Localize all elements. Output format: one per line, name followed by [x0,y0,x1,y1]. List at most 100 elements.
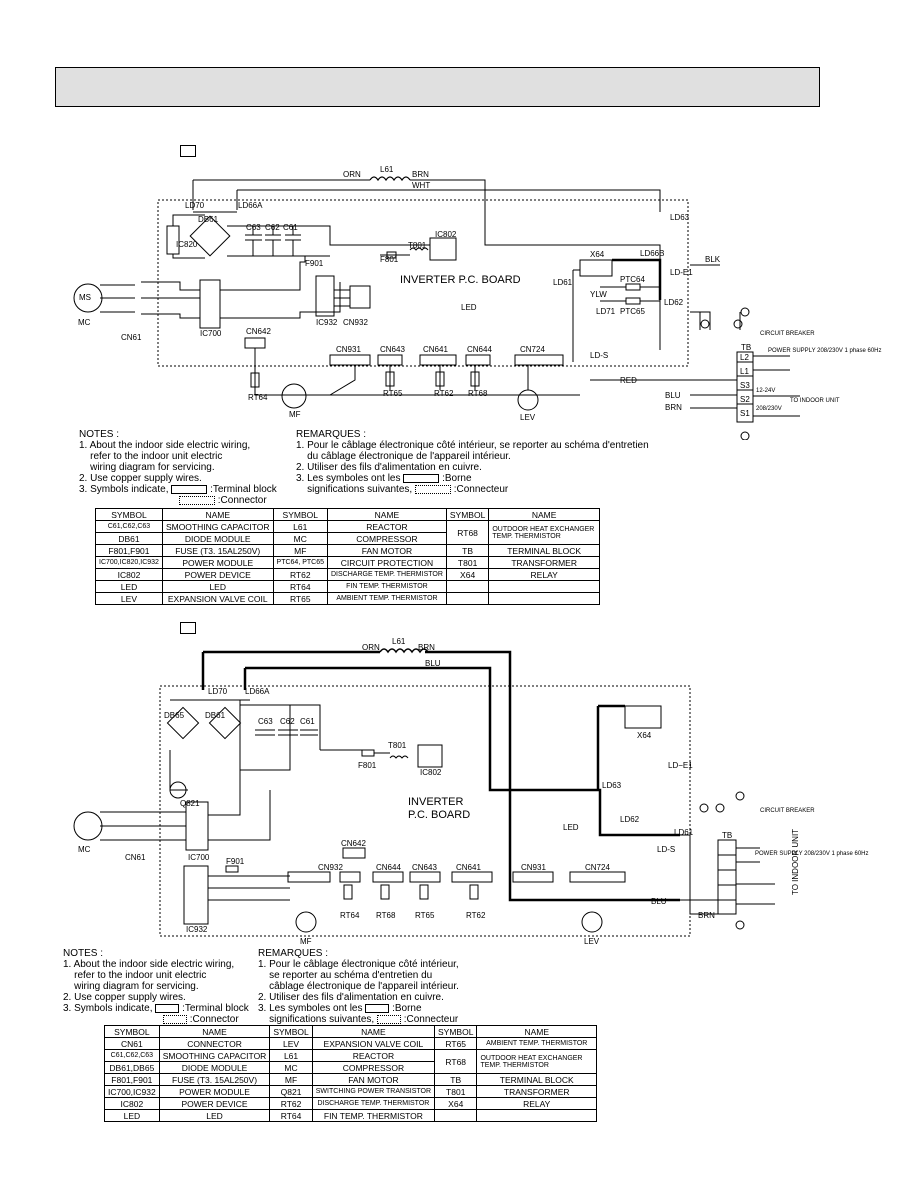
notes-line: 2. Utiliser des fils d'alimentation en c… [296,462,482,473]
table-cell: POWER MODULE [161,556,274,569]
label-rt68-2: RT68 [376,911,396,920]
table-cell: MC [269,1061,313,1074]
pcb-outline-1 [157,199,689,367]
table-cell: LEV [269,1037,313,1050]
label-ld63: LD63 [670,213,690,222]
label-f801-2: F801 [358,761,377,770]
table-cell: CN61 [104,1037,160,1050]
table-cell: SMOOTHING CAPACITOR [161,520,274,533]
table-cell: LED [161,580,274,593]
table-cell: T801 [434,1085,478,1098]
table-header: NAME [158,1025,271,1038]
label-s1: S1 [740,409,750,418]
board-label-2b: P.C. BOARD [408,809,470,821]
label-ic700-2: IC700 [188,853,210,862]
table-cell: POWER DEVICE [158,1097,271,1110]
wire-label-ylw: YLW [590,290,607,299]
label-ic700: IC700 [200,329,222,338]
label-ld71: LD71 [596,307,616,316]
notes-line: 2. Use copper supply wires. [79,473,202,484]
wire-label-wht: WHT [412,181,430,190]
table-cell [488,592,600,605]
table-cell: FUSE (T3. 15AL250V) [161,544,274,557]
wire-label-brn-4: BRN [698,911,715,920]
label-l61: L61 [380,165,394,174]
wire-label-brn: BRN [412,170,429,179]
table-cell: LED [104,1109,160,1122]
connector-symbol [163,1014,187,1024]
label-ic802-2: IC802 [420,768,442,777]
table-cell [445,592,490,605]
label-ld66a: LD66A [238,201,263,210]
label-ic802: IC802 [435,230,457,239]
notes-terminal: :Terminal block [210,484,277,495]
wire-label-blu-3: BLU [651,897,667,906]
label-cn642-2: CN642 [341,839,366,848]
label-ld62-2: LD62 [620,815,640,824]
label-rt62: RT62 [434,389,454,398]
table-cell: DB61 [95,532,163,545]
table-row: IC700,IC820,IC932 POWER MODULE PTC64, PT… [95,556,600,569]
table-cell: EXPANSION VALVE COIL [161,592,274,605]
label-ic820: IC820 [176,240,198,249]
label-tb: TB [741,343,751,352]
label-ld66a-2: LD66A [245,687,270,696]
table-cell: MF [269,1073,313,1086]
notes-fr-2: REMARQUES : 1. Pour le câblage électroni… [258,948,508,1025]
diagram-2-marker [180,622,196,634]
table-cell: IC700,IC932 [104,1085,160,1098]
label-ptc65: PTC65 [620,307,645,316]
wire-label-blk: BLK [705,255,721,264]
db65-bridge [166,706,200,740]
label-l2: L2 [740,353,749,362]
table-cell: TRANSFORMER [476,1085,597,1098]
table-cell: IC802 [104,1097,160,1110]
table-cell: FIN TEMP. THERMISTOR [327,580,447,593]
ic802-2 [417,744,443,768]
table-header: SYMBOL [272,508,329,521]
table-cell: RT68 [434,1049,478,1074]
label-cn931: CN931 [336,345,361,354]
table-cell: EXPANSION VALVE COIL [311,1037,436,1050]
table-row: IC802 POWER DEVICE RT62 DISCHARGE TEMP. … [95,568,600,581]
table-row: C61,C62,C63 SMOOTHING CAPACITOR L61 REAC… [95,520,600,545]
notes-en-2: NOTES : 1. About the indoor side electri… [63,948,263,1025]
table-row: IC802 POWER DEVICE RT62 DISCHARGE TEMP. … [104,1097,597,1110]
label-cn643-2: CN643 [412,863,437,872]
notes-line: 3. Les symboles ont les [296,473,401,484]
table-cell: COMPRESSOR [327,532,447,545]
label-x64-2: X64 [637,731,652,740]
table-cell: OUTDOOR HEAT EXCHANGER TEMP. THERMISTOR [488,520,600,545]
notes-line: se reporter au schéma d'entretien du [258,970,433,981]
table-header: SYMBOL [104,1025,160,1038]
board-label-2a: INVERTER [408,796,463,808]
label-ld62: LD62 [664,298,684,307]
label-db61: DB61 [198,215,219,224]
table-header: SYMBOL [434,1025,478,1038]
header-banner [55,67,820,107]
table-row: DB61,DB65 DIODE MODULE MC COMPRESSOR [104,1061,597,1074]
notes-connector: :Connector [189,1014,239,1025]
table-cell: TERMINAL BLOCK [476,1073,597,1086]
tb-2 [717,839,737,915]
ic700-2 [185,801,209,851]
table-cell: TB [434,1073,478,1086]
table-row: CN61 CONNECTOR LEV EXPANSION VALVE COIL … [104,1037,597,1050]
label-mc-2: MC [78,845,91,854]
label-power-supply-2: POWER SUPPLY 208/230V 1 phase 60Hz [755,851,869,857]
notes-fr-1: REMARQUES : 1. Pour le câblage électroni… [296,429,686,495]
table-header: SYMBOL [445,508,490,521]
wiring-diagram-2: ORN L61 BRN BLU LD70 LD66A DB65 DB61 C63… [73,637,869,946]
table-cell: RT65 [434,1037,478,1050]
table-cell: RT62 [269,1097,313,1110]
wire-label-brn-3: BRN [418,643,435,652]
notes-connecteur: :Connecteur [403,1014,459,1025]
notes-borne: :Borne [392,1003,422,1014]
table-header: NAME [327,508,447,521]
label-cn931-2: CN931 [521,863,546,872]
label-lev-2: LEV [584,937,600,946]
table-cell: C61,C62,C63 [104,1049,160,1062]
label-ptc64: PTC64 [620,275,645,284]
label-cn644-2: CN644 [376,863,401,872]
table-cell: RT64 [269,1109,313,1122]
